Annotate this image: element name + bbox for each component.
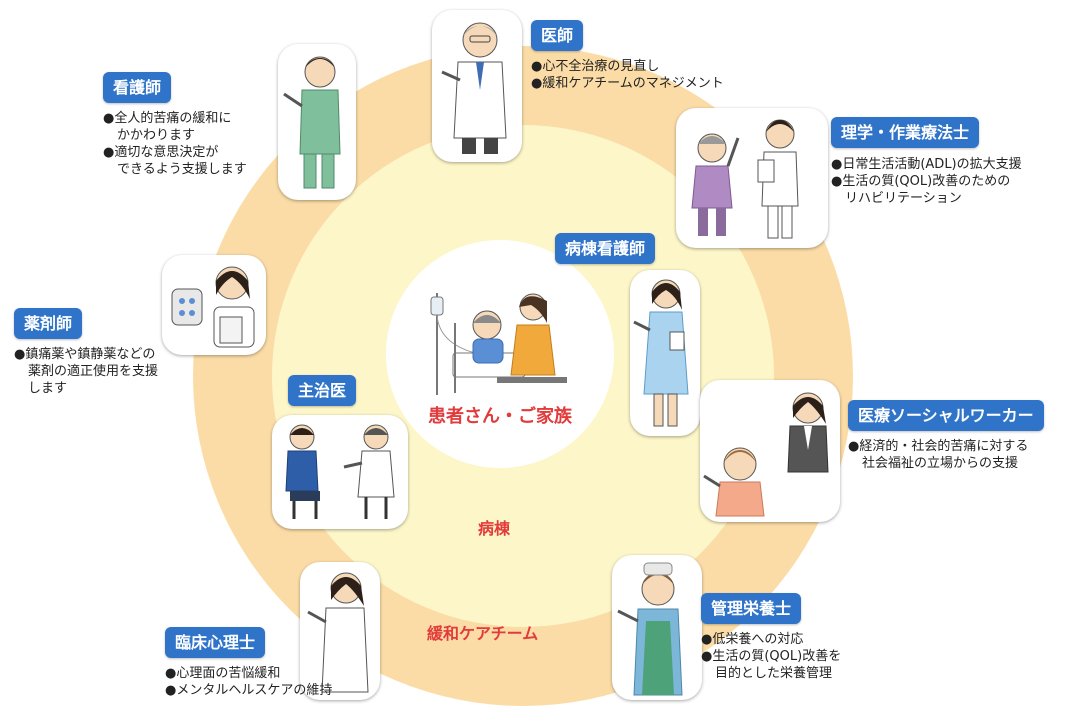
- palliative-team-label: 緩和ケアチーム: [427, 624, 539, 643]
- doctor-figure: [432, 10, 522, 162]
- pharmacist-description: ●鎮痛薬や鎮静薬などの 薬剤の適正使用を支援 します: [14, 347, 159, 396]
- social-worker-figure: [700, 380, 840, 522]
- nurse-description: ●全人的苦痛の緩和に かかわります ●適切な意思決定が できるよう支援します: [103, 111, 247, 177]
- nurse-badge: 看護師: [103, 72, 172, 103]
- ward-nurse-badge: 病棟看護師: [555, 233, 656, 264]
- dietitian-figure: [612, 555, 702, 700]
- psychologist-figure: [300, 562, 380, 700]
- dietitian-badge: 管理栄養士: [701, 593, 802, 624]
- therapist-figure: [676, 108, 828, 248]
- nurse-figure: [278, 44, 356, 200]
- social-worker-badge: 医療ソーシャルワーカー: [848, 400, 1044, 431]
- patient-family-label: 患者さん・ご家族: [428, 406, 572, 427]
- doctor-description: ●心不全治療の見直し ●緩和ケアチームのマネジメント: [531, 59, 724, 91]
- therapist-badge: 理学・作業療法士: [831, 117, 980, 148]
- ward-label: 病棟: [478, 519, 511, 538]
- psychologist-badge: 臨床心理士: [165, 627, 266, 658]
- attending-badge: 主治医: [288, 375, 357, 406]
- psychologist-description: ●心理面の苦悩緩和 ●メンタルヘルスケアの維持: [165, 666, 333, 698]
- attending-figure: [272, 415, 408, 529]
- pharmacist-figure: [162, 255, 266, 355]
- dietitian-description: ●低栄養への対応 ●生活の質(QOL)改善を 目的とした栄養管理: [701, 632, 842, 681]
- pharmacist-badge: 薬剤師: [14, 308, 83, 339]
- therapist-description: ●日常生活活動(ADL)の拡大支援 ●生活の質(QOL)改善のための リハビリテ…: [831, 157, 1022, 206]
- doctor-badge: 医師: [531, 20, 584, 51]
- ward-nurse-figure: [630, 270, 700, 436]
- social-worker-description: ●経済的・社会的苦痛に対する 社会福祉の立場からの支援: [848, 439, 1029, 471]
- patient-family-illustration: [425, 283, 575, 398]
